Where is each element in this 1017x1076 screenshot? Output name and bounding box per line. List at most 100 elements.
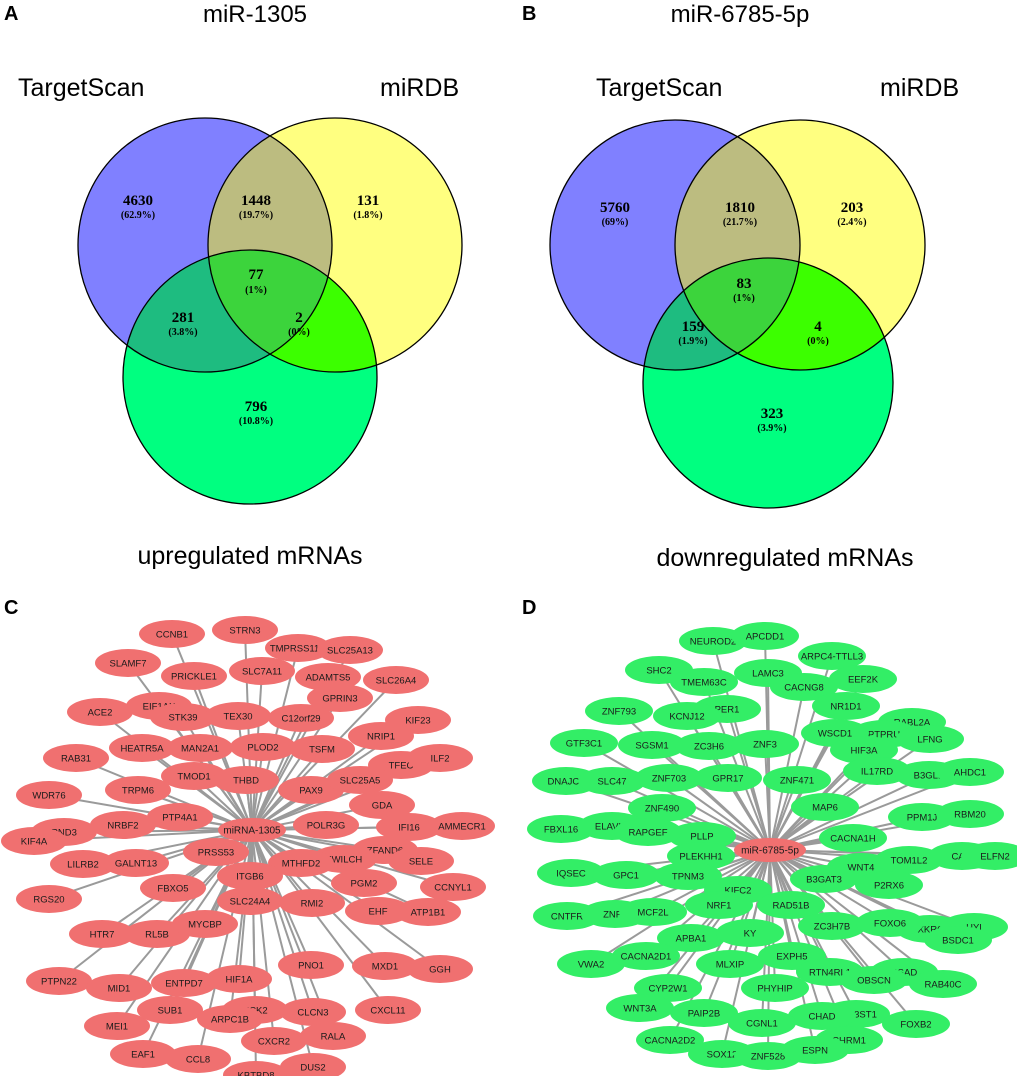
network-node: TOM1L2 (875, 846, 943, 874)
network-node-label: SLAMF7 (110, 659, 147, 670)
network-node: TEX30 (205, 702, 271, 730)
network-node-label: TSFM (309, 745, 335, 756)
network-node-ellipse (592, 861, 660, 889)
network-node-label: SGSM1 (635, 741, 668, 752)
pct-ts-mirdb-b: (21.7%) (723, 217, 757, 228)
network-node-label: AMMECR1 (438, 822, 486, 833)
network-edge (611, 780, 771, 851)
network-node-label: MXD1 (372, 962, 398, 973)
pct-ts-mrna-a: (3.8%) (168, 327, 197, 338)
network-node: FBXL16 (527, 815, 595, 843)
network-node-label: RMI2 (301, 899, 324, 910)
network-node-ellipse (1, 827, 67, 855)
network-node: PAIP2B (670, 999, 738, 1027)
network-node-label: ZNF490 (645, 804, 679, 815)
network-node-label: ESPN (802, 1046, 828, 1057)
network-node-label: GPC1 (613, 871, 639, 882)
network-node-ellipse (265, 634, 331, 662)
network-node-label: ILF2 (430, 754, 449, 765)
network-node-ellipse (280, 998, 346, 1026)
network-node-label: SUB1 (158, 1006, 183, 1017)
network-node: HIF3A (830, 736, 898, 764)
network-node-ellipse (388, 847, 454, 875)
network-node-ellipse (829, 665, 897, 693)
network-node-label: BSDC1 (942, 936, 974, 947)
network-node-ellipse (763, 766, 831, 794)
pct-mrna-only-b: (3.9%) (757, 423, 786, 434)
network-node: CGNL1 (728, 1009, 796, 1037)
network-node-ellipse (395, 898, 461, 926)
network-node: THBD (213, 766, 279, 794)
network-node-label: MAN2A1 (181, 744, 219, 755)
network-node-ellipse (376, 813, 442, 841)
network-node-label: SLC24A4 (230, 897, 271, 908)
network-node: GPRIN3 (307, 684, 373, 712)
network-node: FBXO5 (140, 874, 206, 902)
network-node-ellipse (696, 950, 764, 978)
network-node-ellipse (728, 1009, 796, 1037)
network-node-label: WSCD1 (818, 729, 852, 740)
panel-letter-a: A (4, 3, 18, 25)
network-node-label: ZFAND6 (367, 846, 403, 857)
network-node-label: FBXL16 (544, 825, 578, 836)
network-node: OBSCN (840, 966, 908, 994)
network-node-ellipse (355, 996, 421, 1024)
network-edge (769, 849, 905, 973)
set-label-targetscan-a: TargetScan (18, 74, 144, 102)
network-node: MAP6 (791, 793, 859, 821)
network-node: SGSM1 (618, 731, 686, 759)
network-node: PGM2 (331, 869, 397, 897)
network-node-label: TOM1L2 (891, 856, 928, 867)
network-node: ENTPD7 (151, 969, 217, 997)
network-node-label: EEF2K (848, 675, 879, 686)
network-node: DUS2 (280, 1053, 346, 1076)
network-node-label: KIFC2 (725, 886, 752, 897)
network-node-ellipse (69, 920, 135, 948)
network-node-ellipse (217, 862, 283, 890)
network-node-label: CACNA1H (830, 834, 876, 845)
network-node-label: GGH (429, 965, 451, 976)
network-node: CACNA2D2 (636, 1026, 704, 1054)
venn-region-mirdb-mrna-a (208, 250, 377, 372)
network-node-ellipse (770, 673, 838, 701)
network-node-label: ZNF3 (753, 740, 777, 751)
network-node-label: OBSCN (857, 976, 891, 987)
network-node-ellipse (86, 974, 152, 1002)
venn-panel-b: B miR-6785-5p TargetScan miRDB downregul… (522, 1, 959, 572)
network-node: KBTBD8 (223, 1061, 289, 1076)
network-node-label: NRBF2 (107, 821, 138, 832)
network-node-ellipse (229, 657, 295, 685)
network-node-label: CACNA2D1 (621, 952, 672, 963)
network-node-ellipse (429, 812, 495, 840)
network-node-label: CCNYL1 (434, 883, 472, 894)
network-node-ellipse (550, 729, 618, 757)
network-node-label: WNT4 (848, 863, 875, 874)
network-node: PRICKLE1 (161, 662, 227, 690)
network-node-label: NR1D1 (830, 702, 861, 713)
network-node: RAB31 (43, 744, 109, 772)
network-node-label: SLC47 (597, 777, 626, 788)
venn-outline-ts-b (549, 119, 801, 371)
network-node-ellipse (924, 926, 992, 954)
network-node: POLR3G (293, 811, 359, 839)
panel-letter-b: B (522, 3, 536, 25)
network-node: CXCL11 (355, 996, 421, 1024)
network-node-ellipse (289, 735, 355, 763)
count-mirdb-mrna-b: 4 (814, 319, 822, 335)
network-node-label: ELFN2 (980, 852, 1010, 863)
network-node-ellipse (855, 871, 923, 899)
network-node: CCL8 (165, 1045, 231, 1073)
network-node: CCNB1 (139, 620, 205, 648)
network-node: GALNT13 (103, 849, 169, 877)
network-node-label: TMPRSS11D (270, 644, 326, 655)
network-node-label: STK39 (168, 713, 197, 724)
venn-outline-mirdb-b (674, 119, 926, 371)
network-node-label: RGS20 (33, 895, 64, 906)
network-node-ellipse (241, 1027, 307, 1055)
network-node-ellipse (830, 736, 898, 764)
network-node-ellipse (614, 818, 682, 846)
network-node: ARPC4-TTLL3 (798, 642, 866, 670)
network-node-ellipse (875, 846, 943, 874)
network-node: PHYHIP (741, 974, 809, 1002)
network-node-label: PER1 (715, 705, 740, 716)
